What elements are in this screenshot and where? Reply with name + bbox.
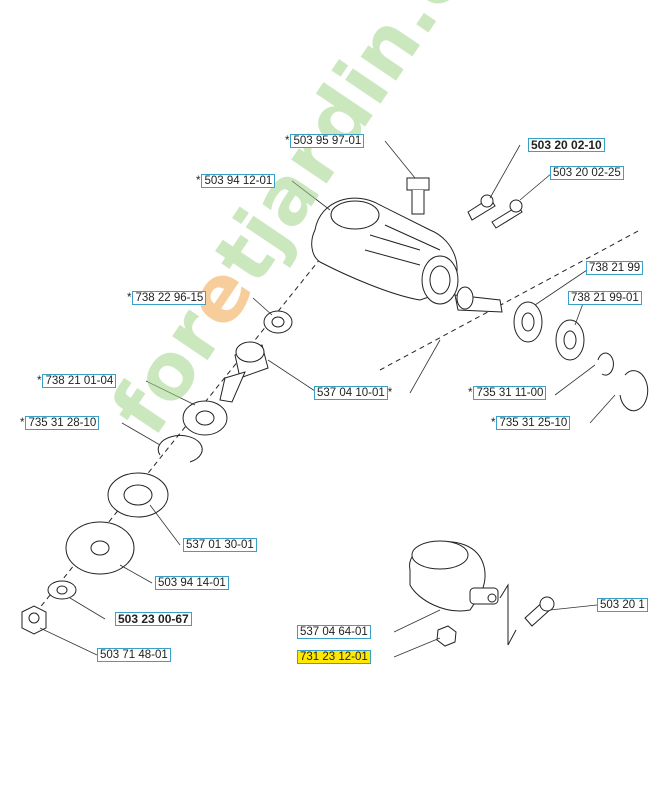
label-503-20-1[interactable]: 503 20 1 [597, 598, 648, 612]
assembly-axis-secondary [379, 229, 641, 371]
label-503-20-02-25[interactable]: 503 20 02-25 [550, 166, 624, 180]
circlip-left [157, 435, 203, 463]
label-738-22-96-15[interactable]: *738 22 96-15 [127, 291, 207, 305]
circlip-large [619, 370, 649, 412]
nut-503-71-48-01 [21, 605, 47, 635]
label-503-20-02-10[interactable]: 503 20 02-10 [528, 138, 605, 152]
label-735-31-28-10[interactable]: *735 31 28-10 [20, 416, 100, 430]
label-735-31-25-10[interactable]: *735 31 25-10 [491, 416, 571, 430]
cup-537-01-30-01 [107, 472, 169, 518]
bearing-738-21-01-04 [182, 400, 228, 436]
label-738-21-99-01[interactable]: 738 21 99-01 [568, 291, 642, 305]
label-503-23-00-67[interactable]: 503 23 00-67 [115, 612, 192, 626]
label-735-31-11-00[interactable]: *735 31 11-00 [468, 386, 547, 400]
pinion-shaft [454, 286, 503, 313]
nut-731-23-12-01 [436, 625, 457, 647]
gear-head-housing [311, 197, 459, 305]
bearing-right-1 [513, 301, 543, 343]
clamp-537-04-64-01 [409, 540, 499, 612]
label-503-95-97-01[interactable]: *503 95 97-01 [285, 134, 365, 148]
bearing-738-22-96-15 [263, 310, 293, 334]
label-738-21-01-04[interactable]: *738 21 01-04 [37, 374, 117, 388]
label-503-71-48-01[interactable]: 503 71 48-01 [97, 648, 171, 662]
output-shaft-gear [219, 341, 269, 403]
bearing-right-2 [555, 319, 585, 361]
cup-503-94-14-01 [65, 521, 135, 575]
top-bolt [406, 177, 430, 215]
label-738-21-99[interactable]: 738 21 99 [586, 261, 644, 275]
side-screws [467, 194, 523, 229]
clamp-screw [524, 596, 555, 627]
label-537-04-64-01[interactable]: 537 04 64-01 [297, 625, 371, 639]
label-537-04-10-01[interactable]: 537 04 10-01* [314, 386, 393, 400]
label-731-23-12-01[interactable]: 731 23 12-01 [297, 650, 371, 664]
label-503-94-12-01[interactable]: *503 94 12-01 [196, 174, 276, 188]
washer [47, 580, 77, 600]
label-503-94-14-01[interactable]: 503 94 14-01 [155, 576, 229, 590]
label-537-01-30-01[interactable]: 537 01 30-01 [183, 538, 257, 552]
clamp-bracket-line [499, 583, 517, 646]
circlip-small [597, 352, 614, 376]
leader-lines [39, 140, 616, 658]
